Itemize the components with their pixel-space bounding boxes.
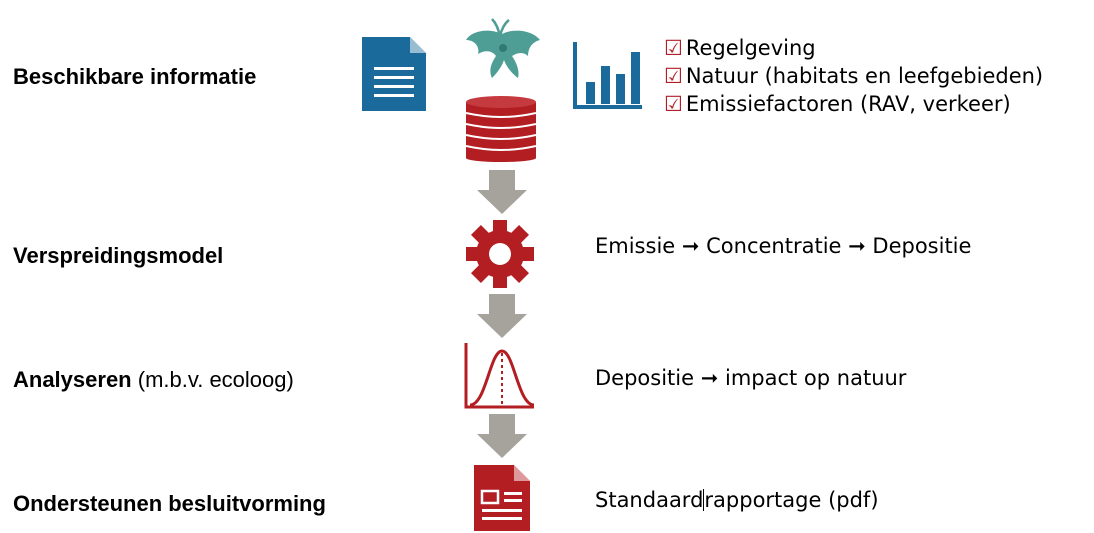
step-label-analysis: Analyseren (m.b.v. ecoloog) (13, 367, 294, 393)
bar-chart-icon (572, 42, 644, 110)
report-description-part: rapportage (pdf) (704, 488, 879, 512)
distribution-curve-icon (464, 343, 536, 411)
step-label-model: Verspreidingsmodel (13, 243, 223, 269)
checklist-item: ☑Regelgeving (664, 34, 1043, 62)
step-title: Beschikbare informatie (13, 64, 257, 89)
document-icon (362, 37, 426, 111)
step-title: Analyseren (13, 367, 132, 392)
checkbox-icon: ☑ (664, 36, 683, 60)
checklist-item: ☑Natuur (habitats en leefgebieden) (664, 62, 1043, 90)
down-arrow-icon (477, 294, 527, 338)
checklist-item-text: Natuur (habitats en leefgebieden) (685, 64, 1044, 88)
checkbox-icon: ☑ (664, 92, 683, 116)
checkbox-icon: ☑ (664, 64, 683, 88)
step-label-information: Beschikbare informatie (13, 64, 256, 90)
down-arrow-icon (477, 170, 527, 214)
database-icon (466, 96, 536, 162)
down-arrow-icon (477, 414, 527, 458)
step-label-decision: Ondersteunen besluitvorming (13, 491, 326, 517)
checklist-item: ☑Emissiefactoren (RAV, verkeer) (664, 90, 1043, 118)
step-title: Ondersteunen besluitvorming (13, 491, 326, 516)
information-checklist: ☑Regelgeving ☑Natuur (habitats en leefge… (664, 34, 1043, 118)
checklist-item-text: Emissiefactoren (RAV, verkeer) (685, 92, 1011, 116)
report-description-part: Standaard (595, 488, 704, 512)
gear-icon (466, 220, 534, 288)
text-cursor (703, 489, 705, 511)
model-description: Emissie ➞ Concentratie ➞ Depositie (595, 234, 972, 258)
report-description: Standaardrapportage (pdf) (595, 488, 879, 512)
checklist-item-text: Regelgeving (685, 36, 816, 60)
step-subtitle: (m.b.v. ecoloog) (131, 367, 294, 392)
report-icon (474, 465, 530, 531)
plant-icon (462, 18, 542, 82)
analysis-description: Depositie ➞ impact op natuur (595, 366, 907, 390)
step-title: Verspreidingsmodel (13, 243, 224, 268)
